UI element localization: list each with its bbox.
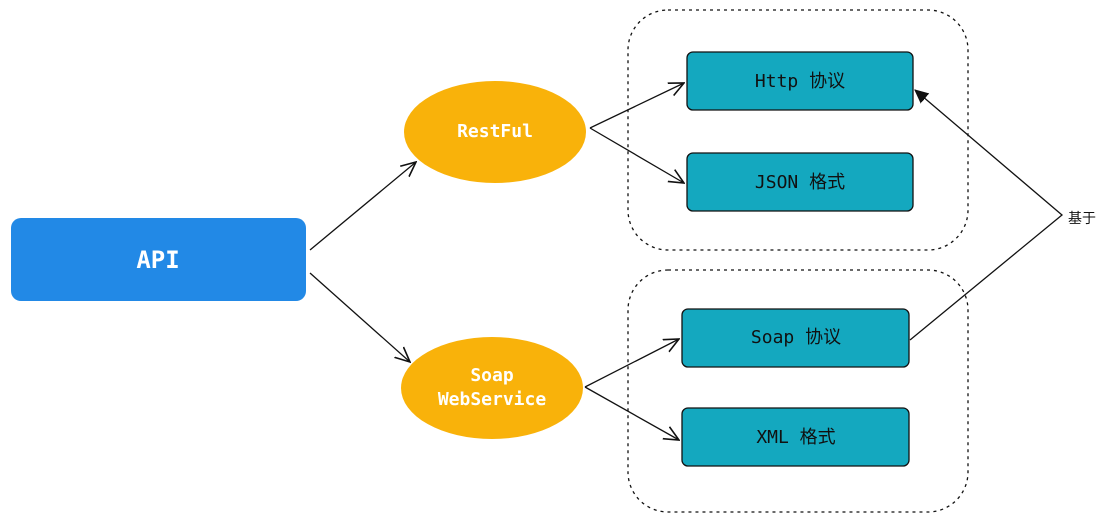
- api-to-restful-arrow: [309, 162, 416, 251]
- xml-format-node[interactable]: XML 格式: [681, 407, 910, 467]
- soap-group-container: [627, 269, 969, 513]
- soap-webservice-label-line1: Soap: [470, 365, 514, 386]
- xml-format-box: [681, 407, 910, 467]
- soap-protocol-based-on-http-arrow: [909, 90, 1064, 341]
- soap-protocol-node[interactable]: Soap 协议: [681, 308, 910, 368]
- xml-format-label: XML 格式: [756, 427, 835, 448]
- based-on-label: 基于: [1068, 210, 1096, 227]
- restful-ellipse: [404, 81, 586, 183]
- soap-protocol-label: Soap 协议: [751, 327, 841, 348]
- soap-webservice-to-xml-arrow: [584, 386, 679, 440]
- soap-protocol-box: [681, 308, 910, 368]
- api-node[interactable]: API: [11, 218, 306, 301]
- http-protocol-box: [686, 51, 914, 111]
- restful-node[interactable]: RestFul: [404, 81, 586, 183]
- soap-webservice-to-soap-protocol-arrow: [584, 339, 679, 388]
- restful-group-container: [627, 9, 969, 251]
- api-label: API: [136, 246, 179, 274]
- api-to-soap-webservice-arrow: [309, 272, 410, 362]
- http-protocol-node[interactable]: Http 协议: [686, 51, 914, 111]
- json-format-box: [686, 152, 914, 212]
- restful-to-http-arrow: [589, 83, 684, 129]
- restful-to-json-arrow: [589, 127, 684, 183]
- api-box: [11, 218, 306, 301]
- soap-webservice-node[interactable]: Soap WebService: [401, 337, 583, 439]
- json-format-node[interactable]: JSON 格式: [686, 152, 914, 212]
- soap-webservice-label-line2: WebService: [438, 389, 547, 410]
- soap-webservice-ellipse: [401, 337, 583, 439]
- json-format-label: JSON 格式: [755, 172, 845, 193]
- http-protocol-label: Http 协议: [755, 71, 845, 92]
- restful-label: RestFul: [457, 121, 533, 142]
